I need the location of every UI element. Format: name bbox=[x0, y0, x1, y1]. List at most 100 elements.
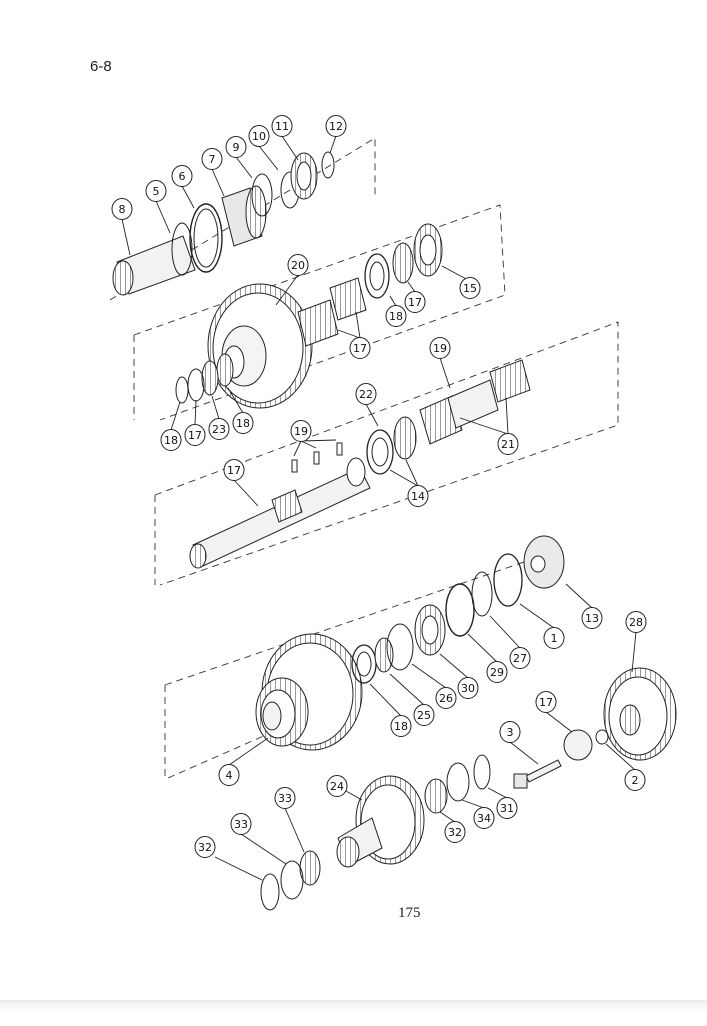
callout-number: 4 bbox=[226, 769, 233, 782]
callout-8: 8 bbox=[111, 198, 133, 220]
callout-circle bbox=[232, 412, 254, 434]
callout-circle bbox=[624, 769, 646, 791]
gear-11-hub bbox=[296, 161, 312, 191]
frame-third bbox=[154, 321, 619, 586]
callout-number: 19 bbox=[433, 342, 447, 355]
frame-second bbox=[133, 204, 506, 421]
callout-number: 29 bbox=[490, 666, 504, 679]
frame-upper bbox=[109, 137, 376, 301]
callout-number: 12 bbox=[329, 120, 343, 133]
callout-33: 33 bbox=[230, 813, 252, 835]
callout-circle bbox=[535, 691, 557, 713]
callout-13: 13 bbox=[581, 607, 603, 629]
callout-number: 2 bbox=[632, 774, 639, 787]
callout-number: 19 bbox=[294, 425, 308, 438]
callout-number: 27 bbox=[513, 652, 527, 665]
callout-circle bbox=[111, 198, 133, 220]
callout-circle bbox=[435, 687, 457, 709]
callout-number: 17 bbox=[227, 464, 241, 477]
washer-25 bbox=[386, 623, 414, 671]
ring-6 bbox=[189, 203, 223, 273]
page-number: 175 bbox=[398, 905, 421, 921]
pinion-group bbox=[260, 754, 491, 911]
gear-31-pinion bbox=[336, 836, 360, 868]
callout-circle bbox=[509, 647, 531, 669]
callout-circle bbox=[290, 420, 312, 442]
second-shaft-group bbox=[175, 223, 443, 409]
callout-4: 4 bbox=[218, 764, 240, 786]
callout-circle bbox=[325, 115, 347, 137]
bearing-18-mid bbox=[393, 416, 417, 460]
callout-number: 25 bbox=[417, 709, 431, 722]
callout-number: 17 bbox=[408, 296, 422, 309]
callout-number: 22 bbox=[359, 388, 373, 401]
callout-32: 32 bbox=[444, 821, 466, 843]
washer-17-lower-inner bbox=[356, 651, 372, 677]
callout-number: 33 bbox=[234, 818, 248, 831]
callout-30: 30 bbox=[457, 677, 479, 699]
callout-26: 26 bbox=[435, 687, 457, 709]
callout-1: 1 bbox=[543, 627, 565, 649]
callout-number: 28 bbox=[629, 616, 643, 629]
callout-11: 11 bbox=[271, 115, 293, 137]
callout-18: 18 bbox=[160, 429, 182, 451]
callout-14: 14 bbox=[407, 485, 429, 507]
bearing-18-lower bbox=[374, 637, 394, 673]
washer-17-mid bbox=[366, 429, 394, 475]
needle-bearing-19-d bbox=[489, 359, 531, 403]
callout-number: 15 bbox=[463, 282, 477, 295]
callout-27: 27 bbox=[509, 647, 531, 669]
callout-circle bbox=[486, 661, 508, 683]
callout-19: 19 bbox=[429, 337, 451, 359]
washer-17-upper bbox=[364, 253, 390, 299]
callout-number: 18 bbox=[389, 310, 403, 323]
bearing-18-upper bbox=[392, 242, 414, 284]
callout-number: 17 bbox=[353, 342, 367, 355]
callout-circle bbox=[444, 821, 466, 843]
callout-9: 9 bbox=[225, 136, 247, 158]
callout-number: 32 bbox=[448, 826, 462, 839]
callout-28: 28 bbox=[625, 611, 647, 633]
group-frames bbox=[109, 137, 619, 779]
callout-number: 30 bbox=[461, 682, 475, 695]
callout-21: 21 bbox=[497, 433, 519, 455]
callout-circle bbox=[230, 813, 252, 835]
callout-number: 32 bbox=[198, 841, 212, 854]
callout-circle bbox=[248, 125, 270, 147]
callout-number: 17 bbox=[539, 696, 553, 709]
callout-17: 17 bbox=[404, 291, 426, 313]
callout-29: 29 bbox=[486, 661, 508, 683]
washer-17-upper-inner bbox=[369, 261, 385, 291]
callout-circle bbox=[218, 764, 240, 786]
callout-19: 19 bbox=[290, 420, 312, 442]
callout-circle bbox=[496, 797, 518, 819]
callout-number: 23 bbox=[212, 423, 226, 436]
callout-number: 13 bbox=[585, 612, 599, 625]
ring-9 bbox=[251, 173, 273, 217]
callout-circle bbox=[194, 836, 216, 858]
callout-number: 3 bbox=[507, 726, 514, 739]
callout-circle bbox=[208, 418, 230, 440]
bearing-18-left bbox=[201, 360, 219, 396]
callout-circle bbox=[385, 305, 407, 327]
bolt-4 bbox=[525, 759, 562, 783]
callout-10: 10 bbox=[248, 125, 270, 147]
ring-12 bbox=[321, 151, 335, 179]
shaft-13-spline-end bbox=[189, 543, 207, 569]
callout-circle bbox=[625, 611, 647, 633]
callout-number: 20 bbox=[291, 259, 305, 272]
ring-5 bbox=[171, 222, 193, 276]
callout-circle bbox=[473, 807, 495, 829]
callout-24: 24 bbox=[326, 775, 348, 797]
callout-circle bbox=[390, 715, 412, 737]
callout-number: 8 bbox=[119, 203, 126, 216]
callout-number: 33 bbox=[278, 792, 292, 805]
callout-circle bbox=[160, 429, 182, 451]
callout-number: 24 bbox=[330, 780, 344, 793]
callout-circle bbox=[404, 291, 426, 313]
ring-27 bbox=[493, 553, 523, 607]
callout-number: 5 bbox=[153, 185, 160, 198]
callout-5: 5 bbox=[145, 180, 167, 202]
callout-15: 15 bbox=[459, 277, 481, 299]
